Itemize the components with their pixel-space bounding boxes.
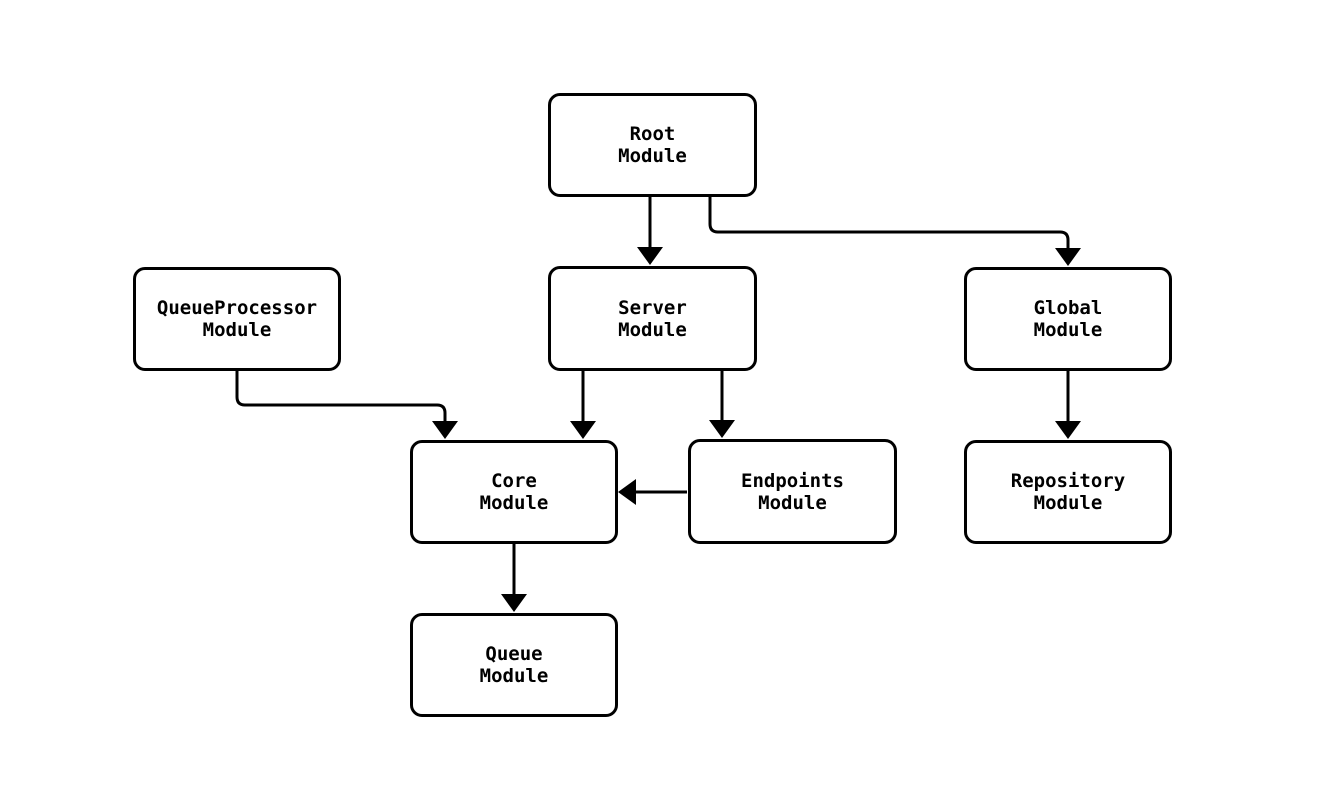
- module-label-core: Core Module: [479, 470, 549, 514]
- module-label-server: Server Module: [618, 296, 687, 341]
- module-node-queue: Queue Module: [410, 613, 618, 717]
- module-node-repository: Repository Module: [964, 440, 1172, 544]
- module-label-root: Root Module: [618, 123, 687, 167]
- module-node-server: Server Module: [548, 266, 757, 371]
- module-node-endpoints: Endpoints Module: [688, 439, 897, 544]
- module-node-core: Core Module: [410, 440, 618, 544]
- module-label-queue: Queue Module: [479, 643, 549, 687]
- module-label-queueprocessor: QueueProcessor Module: [156, 297, 318, 341]
- edge-queueprocessor-to-core: [235, 371, 458, 439]
- edge-root-to-global: [708, 197, 1081, 266]
- module-label-global: Global Module: [1033, 297, 1103, 341]
- module-label-repository: Repository Module: [1010, 470, 1126, 514]
- module-node-root: Root Module: [548, 93, 757, 197]
- module-label-endpoints: Endpoints Module: [741, 469, 844, 514]
- module-node-global: Global Module: [964, 267, 1172, 371]
- module-node-queueprocessor: QueueProcessor Module: [133, 267, 341, 371]
